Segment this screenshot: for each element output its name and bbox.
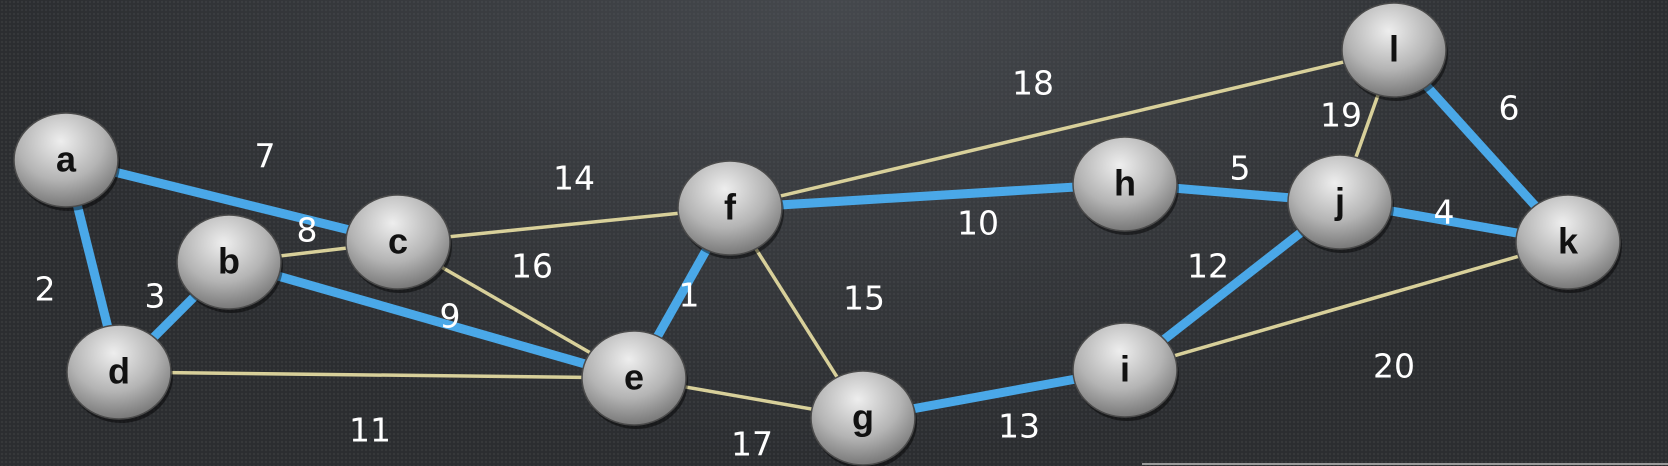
node-d: d: [66, 324, 173, 423]
node-k: k: [1515, 194, 1622, 293]
node-circle: [345, 194, 451, 290]
node-circle: [1072, 136, 1178, 232]
node-label: h: [1114, 163, 1136, 204]
weight-label-l-k: 6: [1499, 89, 1520, 128]
weight-label-e-g: 17: [731, 425, 773, 464]
weight-label-e-f: 1: [679, 276, 700, 315]
weight-label-f-l: 18: [1012, 64, 1054, 103]
weight-label-c-f: 14: [553, 159, 595, 198]
node-label: j: [1334, 181, 1345, 222]
weight-label-f-h: 10: [957, 204, 999, 243]
node-circle: [176, 214, 282, 310]
weight-label-b-e: 9: [440, 297, 461, 336]
weight-label-f-g: 15: [843, 279, 885, 318]
weight-label-a-c: 7: [255, 137, 276, 176]
node-circle: [1072, 322, 1178, 418]
node-label: e: [624, 357, 644, 398]
edge-c-f: [397, 206, 731, 244]
node-label: a: [56, 139, 77, 180]
node-label: f: [724, 187, 737, 228]
node-circle: [66, 324, 172, 420]
edge-i-k: [1124, 240, 1569, 372]
node-label: l: [1389, 29, 1399, 70]
node-circle: [13, 112, 119, 208]
node-i: i: [1072, 322, 1179, 421]
node-g: g: [810, 370, 917, 466]
weight-label-b-c: 8: [297, 211, 318, 250]
node-b: b: [176, 214, 283, 313]
node-label: c: [388, 221, 408, 262]
nodes-layer: a b c d e f g h i j k l: [13, 2, 1622, 466]
node-circle: [810, 370, 916, 466]
node-label: d: [108, 351, 130, 392]
node-circle: [581, 330, 687, 426]
node-f: f: [677, 160, 784, 259]
edge-b-e: [227, 257, 636, 383]
weight-label-j-l: 19: [1320, 96, 1362, 135]
weight-label-a-d: 2: [35, 270, 56, 309]
edge-a-c: [64, 155, 400, 247]
node-l: l: [1341, 2, 1448, 101]
node-label: k: [1558, 221, 1579, 262]
node-j: j: [1287, 154, 1394, 253]
weight-label-i-k: 20: [1373, 347, 1415, 386]
weight-label-d-e: 11: [349, 411, 391, 450]
node-c: c: [345, 194, 452, 293]
node-a: a: [13, 112, 120, 211]
divider-line: [1142, 463, 1668, 465]
node-label: i: [1120, 349, 1130, 390]
node-h: h: [1072, 136, 1179, 235]
weight-label-g-i: 13: [998, 407, 1040, 446]
weight-label-i-j: 12: [1187, 247, 1229, 286]
node-circle: [1287, 154, 1393, 250]
node-label: g: [852, 397, 874, 438]
node-label: b: [218, 241, 240, 282]
node-circle: [1341, 2, 1447, 98]
node-circle: [1515, 194, 1621, 290]
weight-label-c-e: 16: [511, 247, 553, 286]
node-e: e: [581, 330, 688, 429]
node-circle: [677, 160, 783, 256]
weight-label-b-d: 3: [145, 277, 166, 316]
edge-f-h: [729, 179, 1126, 213]
edge-f-l: [729, 48, 1395, 210]
weight-label-h-j: 5: [1230, 149, 1251, 188]
weight-label-j-k: 4: [1434, 193, 1455, 232]
edge-d-e: [118, 370, 635, 380]
